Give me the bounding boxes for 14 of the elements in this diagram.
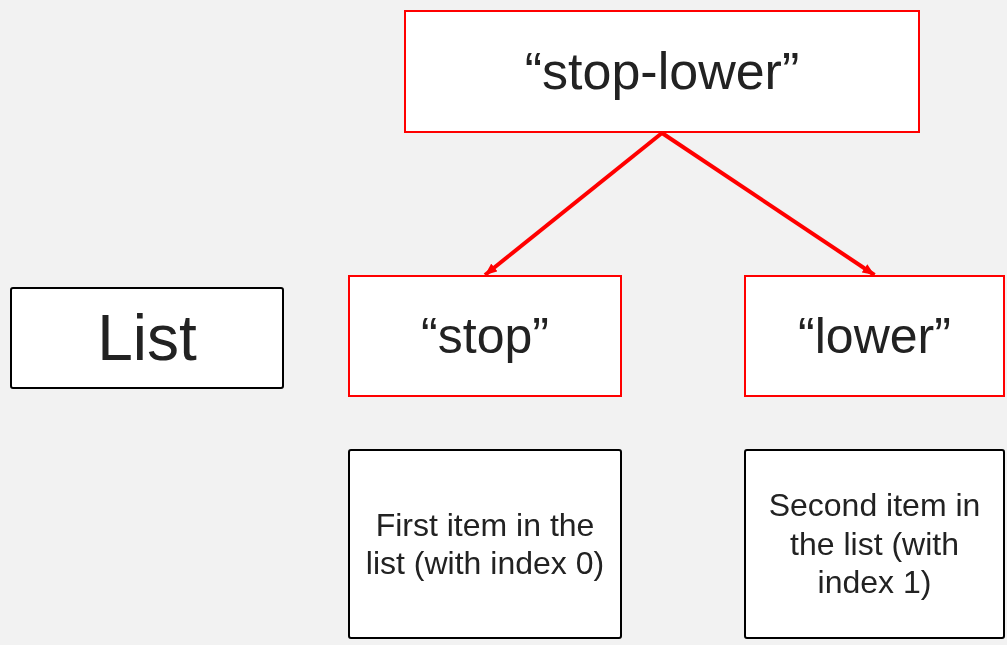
box-label: “stop-lower” [523, 41, 801, 103]
box-label: List [96, 300, 198, 376]
text-box [348, 275, 622, 397]
box-label: “stop” [420, 307, 550, 366]
box-label: Second item in the list (with index 1) [767, 486, 982, 602]
arrow [483, 131, 664, 277]
text-box [744, 275, 1005, 397]
text-box [404, 10, 920, 133]
arrow [660, 131, 876, 277]
text-box [348, 449, 622, 639]
box-label: “lower” [797, 307, 952, 366]
text-box [744, 449, 1005, 639]
text-box [10, 287, 284, 389]
box-label: First item in the list (with index 0) [364, 505, 606, 583]
